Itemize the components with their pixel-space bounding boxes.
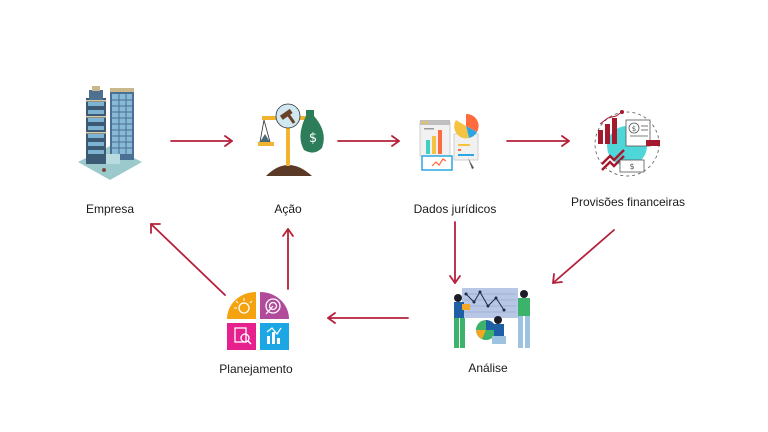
team-analysis-icon: [454, 288, 530, 348]
justice-scale-icon: $: [258, 103, 324, 176]
node-label-analise: Análise: [468, 361, 508, 375]
arrow-acao-to-dados: [337, 135, 400, 147]
arrow-dados-to-provisoes: [506, 135, 570, 147]
data-dashboard-icon: [419, 113, 479, 171]
node-label-acao: Ação: [274, 202, 302, 216]
financial-provisions-icon: $ $: [594, 110, 660, 177]
arrow-provisoes-to-analise: [552, 229, 615, 284]
office-buildings-icon: [78, 86, 142, 180]
svg-text:$: $: [309, 131, 317, 146]
node-label-planejamento: Planejamento: [219, 362, 293, 376]
planning-quadrants-icon: [227, 292, 289, 350]
node-label-empresa: Empresa: [85, 202, 135, 216]
node-label-provisoes: Provisões financeiras: [570, 195, 686, 209]
arrow-empresa-to-acao: [170, 135, 233, 147]
node-label-dados: Dados jurídicos: [413, 202, 497, 216]
arrow-planejamento-to-empresa: [150, 223, 226, 296]
svg-text:$: $: [632, 125, 636, 133]
arrow-dados-to-analise: [449, 221, 461, 284]
arrow-planejamento-to-acao: [282, 228, 294, 290]
arrow-analise-to-planejamento: [327, 312, 409, 324]
svg-text:$: $: [629, 162, 634, 171]
